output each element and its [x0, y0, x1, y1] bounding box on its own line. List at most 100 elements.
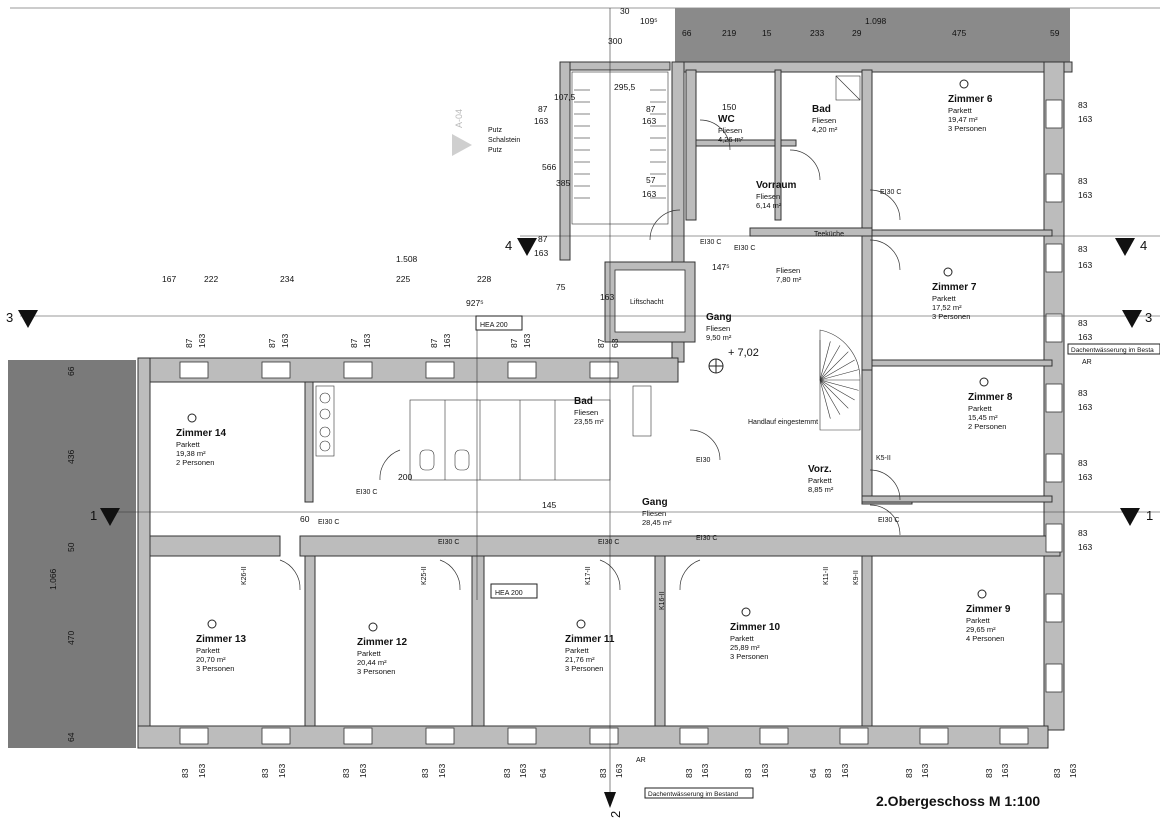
dim-top: 1.098: [865, 16, 887, 26]
axis-2-bottom: 2: [608, 811, 623, 818]
dim-left-run: 222: [204, 274, 218, 284]
dim-right: 83: [1078, 318, 1088, 328]
dim-top: 219: [722, 28, 736, 38]
room-persons: 3 Personen: [357, 667, 395, 676]
dim-top: 475: [952, 28, 966, 38]
drain-label-2: Dachentwässerung im Besta: [1067, 343, 1160, 355]
smoke-detector-icon: [187, 413, 197, 423]
drain-text-1: Dachentwässerung im Bestand: [648, 791, 738, 798]
dim-bottom: 83: [743, 768, 753, 778]
dim-bottom: 83: [823, 768, 833, 778]
room-persons: 3 Personen: [196, 664, 234, 673]
hea-label-1: HEA 200: [475, 315, 523, 331]
axis-1-left: 1: [90, 508, 97, 523]
room-persons: 3 Personen: [565, 664, 603, 673]
room-area: 29,65 m²: [966, 625, 996, 634]
door-label: EI30 C: [696, 535, 717, 542]
dim-top: 29: [852, 28, 862, 38]
existing-building-left: [8, 360, 136, 748]
room-floor: Fliesen: [574, 408, 598, 417]
room-area: 25,89 m²: [730, 643, 760, 652]
room-name: Gang: [642, 497, 668, 508]
room-floor: Parkett: [966, 616, 991, 625]
room-floor: Fliesen: [756, 192, 780, 201]
room-floor: Parkett: [357, 649, 382, 658]
hea-text-2: HEA 200: [495, 590, 523, 597]
dim-stair: 163: [534, 248, 548, 258]
door-swings: [279, 119, 901, 591]
room-name: Zimmer 12: [357, 637, 407, 648]
room-floor: Parkett: [948, 106, 973, 115]
room-persons: 3 Personen: [948, 124, 986, 133]
axis-a-label: A-04: [454, 109, 464, 128]
dim-left-vert: 64: [66, 732, 76, 742]
dim-right: 83: [1078, 176, 1088, 186]
dim-right: 163: [1078, 472, 1092, 482]
windows: [179, 99, 1063, 745]
dim-bottom: 163: [1068, 764, 1078, 778]
smoke-detector-icon: [977, 589, 987, 599]
toilet-stalls: [315, 75, 861, 481]
dim-left-total: 1.508: [396, 254, 418, 264]
dim-right: 83: [1078, 528, 1088, 538]
room-persons: 2 Personen: [968, 422, 1006, 431]
dim-pier: 87: [509, 338, 519, 348]
fire-code: K26-II: [241, 566, 248, 585]
room-area: 9,50 m²: [706, 333, 732, 342]
dim-bottom: 83: [180, 768, 190, 778]
room-area: 20,44 m²: [357, 658, 387, 667]
room-persons: 4 Personen: [966, 634, 1004, 643]
room-area: 6,14 m²: [756, 201, 782, 210]
hea-label-2: HEA 200: [490, 583, 538, 599]
smoke-detector-icon: [368, 622, 378, 632]
dim-stair: 87: [646, 104, 656, 114]
dim-bottom: 64: [538, 768, 548, 778]
dim-pier: 163: [522, 334, 532, 348]
dim-left-run: 225: [396, 274, 410, 284]
dim-stair: 147⁵: [712, 262, 730, 272]
dim-right: 163: [1078, 260, 1092, 270]
dim-left-run: 228: [477, 274, 491, 284]
door-label: EI30 C: [598, 539, 619, 546]
dim-pier: 163: [442, 334, 452, 348]
dim-bottom: 163: [760, 764, 770, 778]
dim-bottom: 83: [984, 768, 994, 778]
fire-code: K16-II: [659, 591, 666, 610]
handrail-label: Handlauf eingestemmt: [748, 419, 818, 426]
dim-top: 15: [762, 28, 772, 38]
fire-code: K11-II: [823, 567, 830, 585]
dim-left-run: 167: [162, 274, 176, 284]
dim-pier: 163: [362, 334, 372, 348]
dim-bottom: 83: [502, 768, 512, 778]
room-floor: Parkett: [196, 646, 221, 655]
putz-1: Putz: [488, 127, 503, 134]
room-name: Zimmer 14: [176, 428, 226, 439]
dim-right: 163: [1078, 332, 1092, 342]
room-name: Bad: [574, 396, 593, 407]
ar-label-bottom: AR: [636, 757, 646, 764]
room-floor: Fliesen: [642, 509, 666, 518]
room-area: 4,20 m²: [812, 125, 838, 134]
fire-code: K9-II: [853, 570, 860, 585]
drain-label-1: Dachentwässerung im Bestand: [644, 787, 754, 799]
dim-pier: 87: [267, 338, 277, 348]
dim-misc: 150: [722, 102, 736, 112]
dim-right: 163: [1078, 542, 1092, 552]
room-floor: Fliesen: [706, 324, 730, 333]
dim-stair: 87: [538, 104, 548, 114]
axis-4-right: 4: [1140, 238, 1147, 253]
dim-top-left: 109⁵: [640, 16, 658, 26]
door-label: EI30 C: [734, 245, 755, 252]
dim-bottom: 83: [904, 768, 914, 778]
dim-left-vert-total: 1.066: [48, 568, 58, 590]
